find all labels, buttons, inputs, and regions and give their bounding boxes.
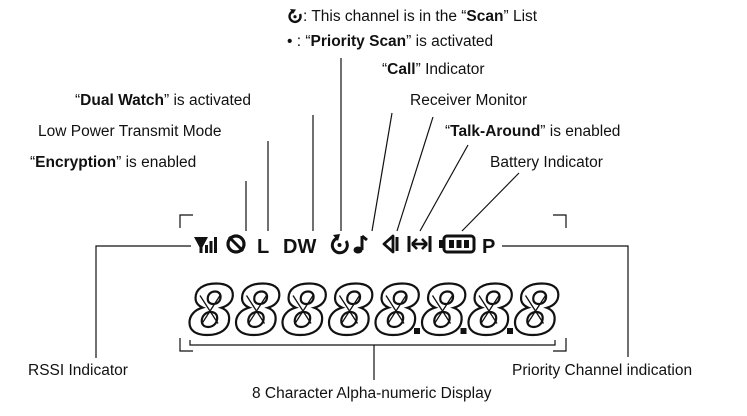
display-character: 8 xyxy=(467,272,514,351)
double-arrow-icon xyxy=(407,236,432,252)
speaker-icon xyxy=(382,234,399,254)
display-bracket xyxy=(189,340,556,346)
decimal-point xyxy=(460,328,467,334)
priority-scan-label: • : “Priority Scan” is activated xyxy=(287,33,494,50)
display-character: 8 xyxy=(514,272,561,351)
battery-label: Battery Indicator xyxy=(490,154,603,171)
scan-label: : This channel is in the “Scan” List xyxy=(287,8,537,26)
leader-priority-channel xyxy=(502,245,629,357)
display-segment-diagonals xyxy=(431,295,454,324)
display-character: 8 xyxy=(188,272,235,351)
receiver-monitor-label: Receiver Monitor xyxy=(410,92,528,109)
encryption-label: “Encryption” is enabled xyxy=(30,154,197,171)
priority-channel-indicator: P xyxy=(482,236,495,258)
display-segment-diagonals xyxy=(478,295,500,324)
display-segment-diagonals xyxy=(199,295,221,324)
display-character: 8 xyxy=(374,272,421,351)
encryption-icon xyxy=(226,234,246,254)
music-note-icon xyxy=(353,234,368,254)
battery-icon xyxy=(439,234,476,254)
display-segment-diagonals xyxy=(524,295,547,324)
display-segment-diagonals xyxy=(338,295,361,324)
bullet-dot-icon: • xyxy=(287,33,293,50)
display-character: 8 xyxy=(281,272,328,351)
decimal-point xyxy=(414,328,420,334)
dual-watch-label: “Dual Watch” is activated xyxy=(75,92,252,109)
display-label: 8 Character Alpha-numeric Display xyxy=(252,385,492,402)
priority-channel-label: Priority Channel indication xyxy=(512,362,693,379)
rssi-label: RSSI Indicator xyxy=(28,362,128,379)
leader-lines xyxy=(95,58,629,380)
display-character: 8 xyxy=(328,272,375,351)
low-power-label: Low Power Transmit Mode xyxy=(38,123,222,140)
talk-around-label: “Talk-Around” is enabled xyxy=(445,123,621,140)
scan-loop-icon xyxy=(288,9,302,24)
lcd-frame xyxy=(179,214,567,352)
rssi-icon xyxy=(194,237,217,253)
display-segment-diagonals xyxy=(292,295,314,324)
leader-battery xyxy=(461,172,520,232)
display-character: 8 xyxy=(235,272,282,351)
display-character: 8 xyxy=(421,272,468,351)
leader-call xyxy=(371,112,393,232)
decimal-point xyxy=(507,328,513,334)
leader-talk-around xyxy=(419,144,469,232)
leader-rssi xyxy=(95,245,191,358)
leader-monitor xyxy=(396,116,434,232)
dual-watch-indicator: DW xyxy=(283,236,316,258)
display-segment-diagonals xyxy=(245,295,268,324)
low-power-indicator: L xyxy=(257,236,269,258)
scan-loop-icon xyxy=(330,234,349,255)
call-label: “Call” Indicator xyxy=(382,61,485,78)
display-segment-diagonals xyxy=(385,295,407,324)
